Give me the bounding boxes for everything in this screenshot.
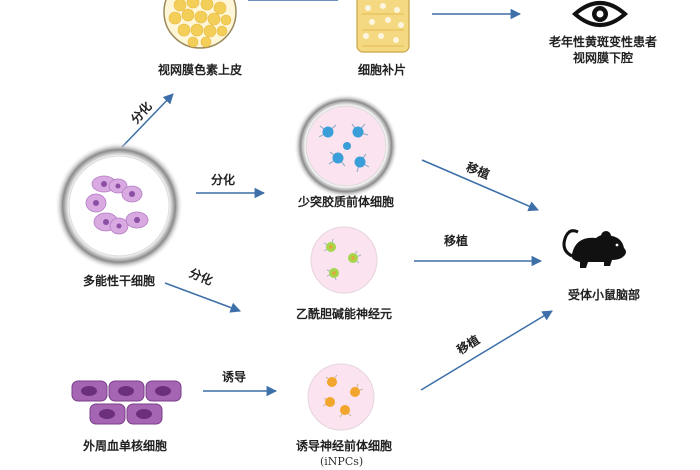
label-cell-patch: 细胞补片 <box>357 63 406 77</box>
mouse-icon <box>562 229 626 268</box>
arrow-stem-to-chat <box>164 282 241 313</box>
chat-neuron-dish <box>310 226 378 294</box>
arrow-inpc-to-mouse <box>420 310 553 391</box>
label-chat: 乙酰胆碱能神经元 <box>295 307 392 321</box>
opc-dish <box>294 94 398 198</box>
label-rpe: 视网膜色素上皮 <box>157 63 242 77</box>
arrow-stem-to-rpe <box>121 93 174 148</box>
label-mouse: 受体小鼠脑部 <box>567 288 640 302</box>
label-inpc-abbrev: (iNPCs) <box>320 455 364 468</box>
cell-patch <box>356 0 410 53</box>
pbmc-cells <box>71 380 182 425</box>
eye-icon <box>571 1 629 27</box>
label-patient-1: 老年性黄斑变性患者 <box>548 35 657 49</box>
label-ipsc: 多能性干细胞 <box>82 274 155 288</box>
arrow-label-diff-opc: 分化 <box>211 173 236 187</box>
arrow-label-transplant-chat: 移植 <box>444 234 469 248</box>
arrow-opc-to-mouse <box>421 159 539 212</box>
label-opc: 少突胶质前体细胞 <box>297 195 394 209</box>
stem-cell-dish <box>55 142 183 270</box>
arrow-label-induce: 诱导 <box>222 370 247 384</box>
label-pbmc: 外周血单核细胞 <box>82 439 167 453</box>
inpc-dish <box>307 363 375 431</box>
label-patient-2: 视网膜下腔 <box>572 51 633 65</box>
label-inpc: 诱导神经前体细胞 <box>295 439 392 453</box>
rpe-dish <box>163 0 237 49</box>
